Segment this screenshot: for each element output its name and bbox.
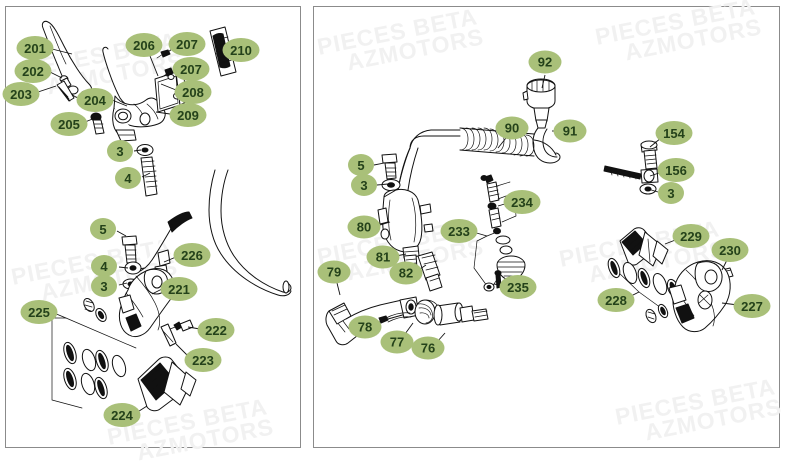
part-5-banjo-bolt-right — [381, 153, 398, 180]
part-222-pin — [169, 319, 194, 332]
callout-209[interactable]: 209 — [169, 103, 207, 127]
callout-202[interactable]: 202 — [14, 59, 52, 83]
part-204-master-cylinder-body — [102, 46, 166, 142]
part-203-screw — [56, 80, 75, 102]
callout-207[interactable]: 207 — [168, 32, 206, 56]
callout-82[interactable]: 82 — [389, 261, 423, 285]
part-3-washer-right-lower — [639, 183, 657, 195]
part-91-hose-curve — [532, 127, 561, 164]
callout-4[interactable]: 4 — [115, 167, 141, 189]
callout-4[interactable]: 4 — [91, 255, 117, 277]
callout-5[interactable]: 5 — [90, 218, 116, 240]
callout-222[interactable]: 222 — [197, 318, 235, 342]
part-229-brake-pads-rear — [619, 227, 669, 267]
small-fittings — [83, 298, 107, 322]
part-223-pin — [160, 323, 177, 347]
callout-207[interactable]: 207 — [172, 57, 210, 81]
callout-3[interactable]: 3 — [351, 174, 377, 196]
callout-79[interactable]: 79 — [317, 260, 351, 284]
callout-201[interactable]: 201 — [16, 36, 54, 60]
part-3-washer-upper — [136, 144, 154, 156]
panel-rear-brake — [313, 6, 780, 448]
callout-80[interactable]: 80 — [347, 215, 381, 239]
callout-208[interactable]: 208 — [174, 80, 212, 104]
part-235-pin-and-clip — [483, 270, 502, 292]
callout-235[interactable]: 235 — [499, 275, 537, 299]
part-90-hose-with-spring — [397, 127, 557, 191]
callout-225[interactable]: 225 — [20, 300, 58, 324]
part-234-piston-kit — [480, 174, 526, 281]
callout-154[interactable]: 154 — [655, 121, 693, 145]
part-3-washer-right — [381, 179, 401, 191]
part-76-adjuster-bolt — [433, 302, 489, 326]
part-224-brake-pads — [137, 356, 197, 412]
part-5-banjo-bolt-left — [121, 235, 138, 264]
callout-77[interactable]: 77 — [380, 330, 414, 354]
bleed-fittings — [645, 303, 669, 324]
diagram-linework — [41, 20, 734, 412]
callout-234[interactable]: 234 — [503, 190, 541, 214]
callout-227[interactable]: 227 — [733, 294, 771, 318]
callout-229[interactable]: 229 — [672, 224, 710, 248]
callout-210[interactable]: 210 — [222, 38, 260, 62]
callout-206[interactable]: 206 — [125, 33, 163, 57]
part-4-bolt-upper — [140, 156, 158, 197]
callout-228[interactable]: 228 — [597, 288, 635, 312]
handlebar — [208, 169, 292, 297]
callout-204[interactable]: 204 — [76, 88, 114, 112]
callout-90[interactable]: 90 — [495, 116, 529, 140]
part-79-brake-pedal — [325, 296, 420, 346]
callout-203[interactable]: 203 — [2, 82, 40, 106]
callout-221[interactable]: 221 — [160, 277, 198, 301]
part-92-reservoir — [522, 78, 556, 129]
callout-226[interactable]: 226 — [173, 243, 211, 267]
callout-78[interactable]: 78 — [348, 315, 382, 339]
part-82-fork-end — [417, 251, 443, 292]
callout-3[interactable]: 3 — [658, 182, 684, 204]
part-4-bolt-lower — [124, 261, 142, 275]
part-205-screw — [90, 112, 105, 135]
part-233-brake-line-bracket — [473, 231, 499, 291]
callout-224[interactable]: 224 — [103, 403, 141, 427]
callout-223[interactable]: 223 — [184, 348, 222, 372]
part-225-seal-kit — [51, 298, 137, 409]
seal-rings — [63, 341, 127, 400]
callout-81[interactable]: 81 — [366, 245, 400, 269]
panel-front-brake — [5, 6, 301, 448]
callout-76[interactable]: 76 — [411, 336, 445, 360]
callout-3[interactable]: 3 — [91, 275, 117, 297]
callout-5[interactable]: 5 — [348, 154, 374, 176]
callout-91[interactable]: 91 — [553, 119, 587, 143]
part-227-caliper-rear — [668, 260, 731, 333]
callout-233[interactable]: 233 — [440, 219, 478, 243]
callout-92[interactable]: 92 — [528, 50, 562, 74]
callout-230[interactable]: 230 — [711, 238, 749, 262]
callout-156[interactable]: 156 — [657, 158, 695, 182]
part-154-banjo-bolt-right — [640, 140, 658, 170]
callout-205[interactable]: 205 — [50, 112, 88, 136]
callout-3[interactable]: 3 — [107, 140, 133, 162]
part-brake-hose-left — [131, 211, 193, 273]
